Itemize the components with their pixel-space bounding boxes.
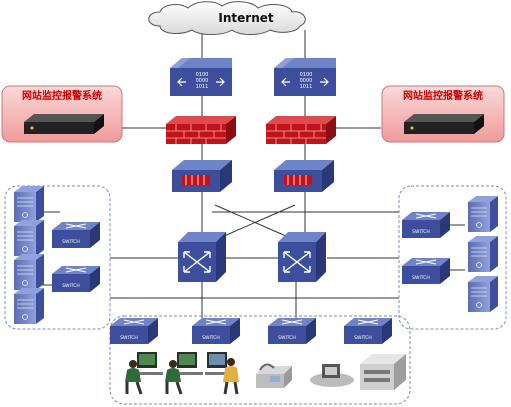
core-switch-right	[278, 232, 326, 282]
agg-switch-left	[172, 160, 232, 192]
monitor-system-left: 网站监控报警系统	[1, 85, 123, 143]
firewall-left	[166, 116, 236, 144]
access-switch-right-1: SWITCH	[402, 212, 450, 238]
client-group	[109, 315, 411, 405]
router-label-line-1: 0100	[196, 72, 209, 78]
server-left-2	[14, 220, 44, 256]
server-right-2	[468, 236, 498, 272]
router-label-line-3: 1011	[196, 84, 209, 90]
client-user-1	[125, 352, 163, 395]
router-left: 0100 0000 1011	[170, 58, 232, 96]
access-switch-right-2: SWITCH	[402, 258, 450, 284]
core-switch-left	[178, 232, 226, 282]
connection-lines	[40, 30, 465, 318]
agg-switch-right	[274, 160, 334, 192]
monitor-right-label: 网站监控报警系统	[403, 89, 483, 102]
server-left-1	[14, 186, 44, 222]
client-user-3	[205, 352, 239, 395]
access-switch-left-1: SWITCH	[52, 222, 100, 248]
router-label-line-1: 0100	[300, 72, 313, 78]
server-right-1	[468, 196, 498, 232]
monitor-system-right: 网站监控报警系统	[381, 85, 505, 143]
firewall-right	[266, 116, 336, 144]
router-right: 0100 0000 1011	[274, 58, 336, 96]
servers	[14, 186, 498, 324]
client-user-2	[165, 352, 203, 395]
monitor-left-label: 网站监控报警系统	[22, 89, 102, 102]
access-switches: SWITCH SWITCH SWITCH SWITCH SWITCH SWITCH SWIT…	[52, 212, 450, 344]
router-label-line-3: 1011	[300, 84, 313, 90]
internet-label: Internet	[218, 11, 273, 25]
access-switch-client-4: SWITCH	[344, 318, 392, 344]
switch-label: SWITCH	[62, 283, 80, 289]
switch-label: SWITCH	[278, 335, 296, 341]
phone-device	[310, 364, 354, 387]
server-left-4	[14, 288, 44, 324]
switch-label: SWITCH	[62, 239, 80, 245]
right-server-group	[398, 185, 507, 330]
switch-label: SWITCH	[202, 335, 220, 341]
access-switch-left-2: SWITCH	[52, 266, 100, 292]
server-right-3	[468, 276, 498, 312]
left-server-group	[4, 185, 111, 330]
access-switch-client-2: SWITCH	[192, 318, 240, 344]
switch-label: SWITCH	[354, 335, 372, 341]
access-switch-client-1: SWITCH	[110, 318, 158, 344]
router-label-line-2: 0000	[196, 78, 209, 84]
switch-label: SWITCH	[120, 335, 138, 341]
router-label-line-2: 0000	[300, 78, 313, 84]
switch-label: SWITCH	[412, 275, 430, 281]
switch-label: SWITCH	[412, 229, 430, 235]
fax-machine	[256, 363, 292, 388]
access-switch-client-3: SWITCH	[268, 318, 316, 344]
internet-cloud: Internet	[148, 1, 306, 35]
server-left-3	[14, 254, 44, 290]
printer-copier	[360, 354, 406, 390]
